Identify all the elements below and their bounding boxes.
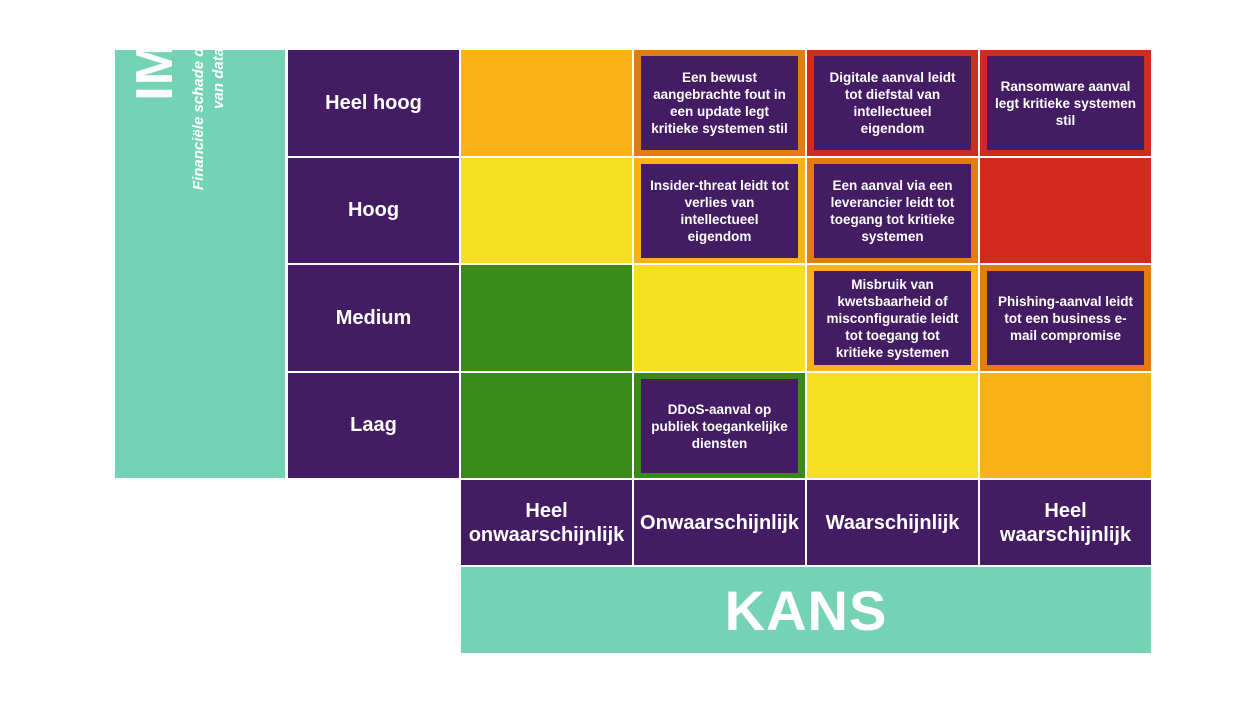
risk-item: Digitale aanval leidt tot diefstal van i…	[814, 56, 971, 150]
row-label-laag: Laag	[288, 373, 459, 478]
kans-axis-title: KANS	[461, 567, 1151, 653]
matrix-cell-r3-c3	[980, 373, 1151, 478]
matrix-cell-r3-c0	[461, 373, 632, 478]
row-label-heel-hoog: Heel hoog	[288, 50, 459, 156]
col-label-heel-waarschijnlijk: Heel waarschijnlijk	[980, 480, 1151, 565]
matrix-cell-r2-c0	[461, 265, 632, 371]
risk-item: DDoS-aanval op publiek toegankelijke die…	[641, 379, 798, 473]
risk-item: Een aanval via een leverancier leidt tot…	[814, 164, 971, 258]
col-label-waarschijnlijk: Waarschijnlijk	[807, 480, 978, 565]
row-label-medium: Medium	[288, 265, 459, 371]
matrix-cell-r1-c0	[461, 158, 632, 263]
matrix-cell-r3-c2	[807, 373, 978, 478]
matrix-cell-r1-c3	[980, 158, 1151, 263]
col-label-onwaarschijnlijk: Onwaarschijnlijk	[634, 480, 805, 565]
col-label-heel-onwaarschijnlijk: Heel onwaarschijnlijk	[461, 480, 632, 565]
risk-item: Insider-threat leidt tot verlies van int…	[641, 164, 798, 258]
impact-axis-bar	[115, 50, 285, 478]
risk-item: Een bewust aangebrachte fout in een upda…	[641, 56, 798, 150]
impact-axis-subtitle: Financiële schade door bijv. Reputatiesc…	[190, 0, 227, 191]
risk-item: Ransomware aanval legt kritieke systemen…	[987, 56, 1144, 150]
risk-item: Phishing-aanval leidt tot een business e…	[987, 271, 1144, 365]
row-label-hoog: Hoog	[288, 158, 459, 263]
matrix-cell-r0-c0	[461, 50, 632, 156]
matrix-cell-r2-c1	[634, 265, 805, 371]
impact-axis-title: IMPACT	[126, 0, 184, 101]
impact-axis-label-group: IMPACT Financiële schade door bijv. Repu…	[85, 0, 255, 214]
risk-item: Misbruik van kwetsbaarheid of misconfigu…	[814, 271, 971, 365]
